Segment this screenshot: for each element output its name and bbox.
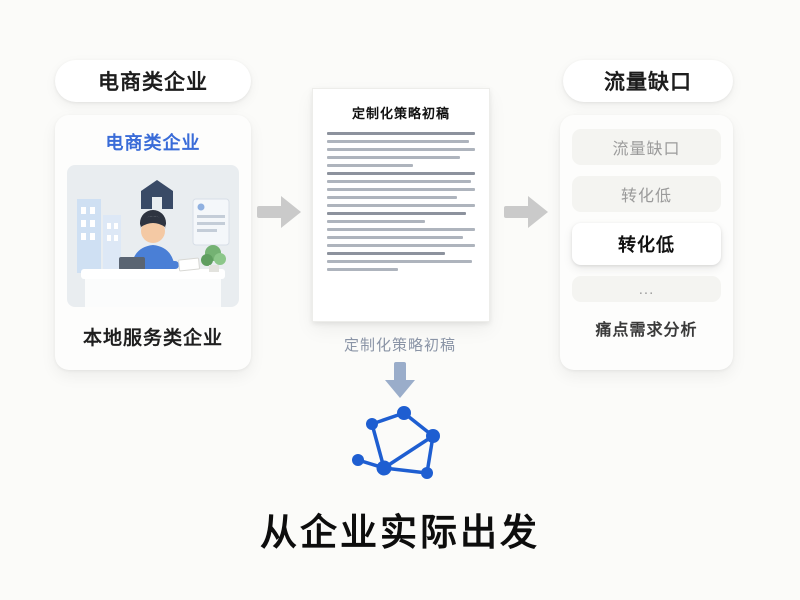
network-icon — [352, 406, 440, 479]
ecommerce-badge: 电商类企业 — [55, 60, 251, 102]
footer-title: 从企业实际出发 — [260, 512, 540, 553]
enterprise-card: 电商类企业 — [55, 115, 251, 370]
strategy-document-title: 定制化策略初稿 — [351, 106, 450, 121]
enterprise-card-caption: 本地服务类企业 — [82, 328, 223, 349]
pain-points-card: 流量缺口 转化低 转化低 ... 痛点需求分析 — [560, 115, 733, 370]
pain-point-item-highlighted: 转化低 — [572, 223, 721, 265]
pain-point-item-more: ... — [572, 276, 721, 302]
arrow-right-icon — [504, 196, 550, 228]
pain-point-item: 转化低 — [572, 176, 721, 212]
arrow-right-icon — [257, 196, 303, 228]
plant — [201, 245, 226, 272]
ecommerce-badge-label: 电商类企业 — [98, 71, 208, 94]
enterprise-card-title: 电商类企业 — [105, 133, 201, 153]
strategy-document: 定制化策略初稿 — [312, 88, 490, 322]
strategy-document-caption: 定制化策略初稿 — [343, 337, 456, 354]
office-worker-illustration — [67, 165, 239, 307]
doc-text-lines — [327, 132, 475, 271]
arrow-down-icon — [385, 362, 415, 400]
pain-points-caption: 痛点需求分析 — [595, 322, 698, 339]
traffic-gap-badge: 流量缺口 — [563, 60, 733, 102]
pain-point-item: 流量缺口 — [572, 129, 721, 165]
home-icon — [141, 180, 173, 209]
traffic-gap-badge-label: 流量缺口 — [604, 71, 692, 94]
